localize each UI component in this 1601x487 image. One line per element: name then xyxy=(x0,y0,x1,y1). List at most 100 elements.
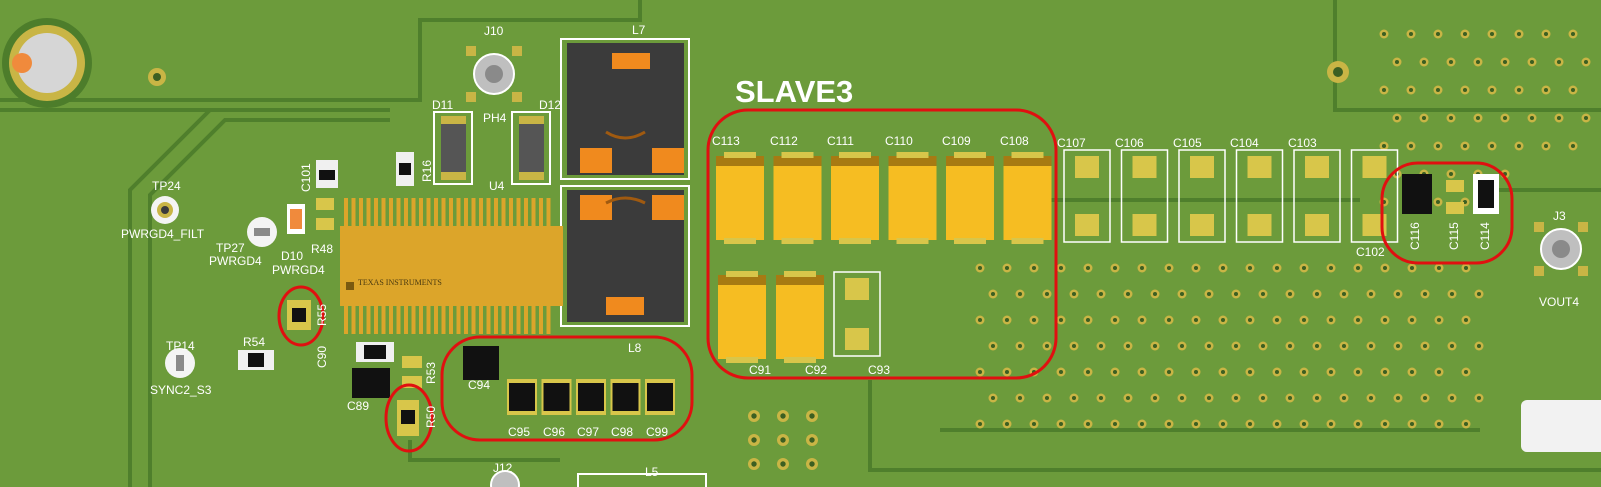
via-hole xyxy=(780,413,786,419)
via-hole xyxy=(1529,115,1535,121)
label-C112: C112 xyxy=(770,134,798,148)
ic-pin xyxy=(374,304,378,334)
inductor-L8 xyxy=(560,185,690,327)
via-hole xyxy=(1516,87,1522,93)
pad xyxy=(1305,156,1329,178)
label-C89: C89 xyxy=(347,399,370,413)
ic-pin xyxy=(471,304,476,334)
via-hole xyxy=(1409,265,1415,271)
label-L8: L8 xyxy=(628,341,642,355)
label-PWRGD4-d10: PWRGD4 xyxy=(272,263,325,277)
cap-body xyxy=(543,383,570,411)
tantalum-band xyxy=(718,275,766,285)
ic-pin xyxy=(479,304,483,334)
via-hole xyxy=(1449,343,1455,349)
via-hole xyxy=(1394,59,1400,65)
via-hole xyxy=(1044,343,1050,349)
via-hole xyxy=(1193,369,1199,375)
highlight-r55 xyxy=(277,285,325,347)
ic-pin xyxy=(366,198,371,228)
tantalum-pad xyxy=(784,271,816,277)
tantalum-pad xyxy=(839,238,871,244)
label-R16: R16 xyxy=(420,159,434,182)
via-hole xyxy=(1556,115,1562,121)
tantalum-pad xyxy=(724,238,756,244)
via-hole xyxy=(1206,291,1212,297)
label-TP14: TP14 xyxy=(166,339,195,353)
label-PH4: PH4 xyxy=(483,111,507,125)
label-C102: C102 xyxy=(1356,245,1385,259)
label-SYNC2-S3: SYNC2_S3 xyxy=(150,383,212,397)
via-hole xyxy=(1260,395,1266,401)
tantalum-body xyxy=(718,275,766,359)
label-C94: C94 xyxy=(468,378,491,392)
via-hole xyxy=(1355,369,1361,375)
label-C110: C110 xyxy=(885,134,913,148)
via-hole xyxy=(1260,343,1266,349)
tantalum-band xyxy=(776,275,824,285)
ic-pin xyxy=(524,198,528,228)
label-VOUT4: VOUT4 xyxy=(1539,295,1580,309)
tantalum-band xyxy=(946,156,994,166)
via-hole xyxy=(1436,265,1442,271)
ic-pin xyxy=(501,198,506,228)
pad xyxy=(1362,156,1387,178)
label-C103: C103 xyxy=(1288,136,1317,150)
ti-logo-text: TEXAS INSTRUMENTS xyxy=(358,278,442,287)
via-grid-bottom-left xyxy=(748,410,818,470)
via-hole xyxy=(1152,343,1158,349)
ic-pin xyxy=(501,304,506,334)
via-hole xyxy=(751,413,757,419)
ic-pin xyxy=(464,198,468,228)
ic-pin xyxy=(359,304,363,334)
highlight-slave3-caps xyxy=(706,108,1058,380)
ic-pin xyxy=(404,198,408,228)
via-hole xyxy=(1193,265,1199,271)
tantalum-pad xyxy=(1011,238,1044,244)
pad-outline xyxy=(1120,149,1169,243)
tantalum-capacitors-top-row xyxy=(716,152,1052,244)
label-C91: C91 xyxy=(749,363,772,377)
via-hole xyxy=(1435,143,1441,149)
via-hole xyxy=(1462,87,1468,93)
label-J10: J10 xyxy=(484,24,504,38)
tantalum-band xyxy=(888,156,937,166)
via-hole xyxy=(1382,317,1388,323)
via-hole xyxy=(1583,59,1589,65)
pad xyxy=(1132,156,1157,178)
via-hole xyxy=(1422,343,1428,349)
via-hole xyxy=(1475,115,1481,121)
via-hole xyxy=(1328,317,1334,323)
via-hole xyxy=(977,369,983,375)
via-hole xyxy=(1301,421,1307,427)
via-hole xyxy=(990,291,996,297)
via-hole xyxy=(1314,395,1320,401)
via-hole xyxy=(1233,291,1239,297)
label-R48: R48 xyxy=(311,242,334,256)
ic-pin xyxy=(411,304,416,334)
via-hole xyxy=(1274,317,1280,323)
tantalum-pad xyxy=(724,152,756,158)
ic-pin xyxy=(486,198,491,228)
label-TP24: TP24 xyxy=(152,179,181,193)
via-hole xyxy=(1166,265,1172,271)
via-hole xyxy=(809,437,815,443)
via-hole xyxy=(1031,317,1037,323)
via-hole xyxy=(1233,395,1239,401)
pad xyxy=(1075,156,1099,178)
label-PWRGD4-tp27: PWRGD4 xyxy=(209,254,262,268)
label-R54: R54 xyxy=(243,335,266,349)
via-hole xyxy=(1152,291,1158,297)
via-hole xyxy=(1448,115,1454,121)
via-hole xyxy=(1382,265,1388,271)
via-hole xyxy=(1004,317,1010,323)
via-hole xyxy=(1071,291,1077,297)
via-hole xyxy=(1543,31,1549,37)
label-TP27: TP27 xyxy=(216,241,245,255)
ic-pin xyxy=(441,198,446,228)
via-hole xyxy=(1179,343,1185,349)
test-points xyxy=(151,196,277,378)
pad-outline xyxy=(1235,149,1284,243)
via-hole xyxy=(1247,421,1253,427)
cap-body xyxy=(509,383,535,411)
